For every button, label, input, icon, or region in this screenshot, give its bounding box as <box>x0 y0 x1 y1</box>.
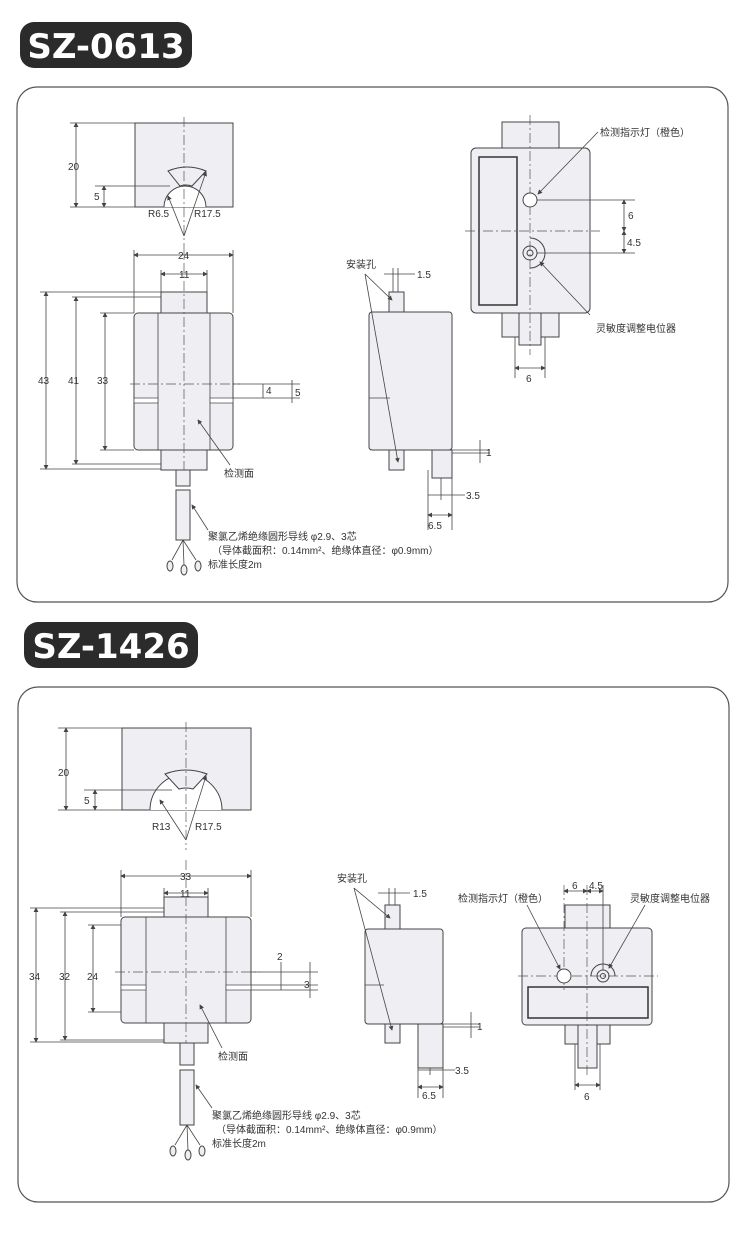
dim-total-height: 34 <box>29 972 41 983</box>
sensing-face-label: 检测面 <box>224 467 254 480</box>
dim-tab-width: 11 <box>179 270 190 281</box>
pot-label: 灵敏度调整电位器 <box>596 322 676 335</box>
rear-view: 6 4.5 检测指示灯（橙色） 灵敏度调整电位器 6 <box>465 115 690 385</box>
dim-height: 20 <box>68 162 80 173</box>
side-view: 安装孔 1.5 1 3.5 6.5 <box>346 258 492 532</box>
dim-body-height: 24 <box>87 972 99 983</box>
dim-total-height: 43 <box>38 376 50 387</box>
dim-slot-2: 2 <box>277 952 283 963</box>
cable-note-line-1: 聚氯乙烯绝缘圆形导线 φ2.9、3芯 <box>208 530 357 543</box>
side-view: 安装孔 1.5 1 3.5 6.5 <box>337 872 483 1102</box>
top-view: 20 5 R13 R17.5 <box>58 722 252 850</box>
dim-6-5: 6.5 <box>428 521 442 532</box>
dim-indicator-offset: 6 <box>572 881 578 892</box>
dim-depth: 5 <box>84 796 90 807</box>
rear-view: 6 4.5 检测指示灯（橙色） 灵敏度调整电位器 6 <box>458 881 710 1103</box>
dim-tab-width: 11 <box>180 889 191 900</box>
model-title: SZ-1426 <box>32 627 189 667</box>
dim-radius-inner: R13 <box>152 822 171 833</box>
dim-indicator-offset: 6 <box>628 211 634 222</box>
dim-tab-height: 32 <box>59 972 71 983</box>
cable-note-line-1: 聚氯乙烯绝缘圆形导线 φ2.9、3芯 <box>212 1109 361 1122</box>
dim-width: 24 <box>178 251 190 262</box>
sensing-face-label: 检测面 <box>218 1050 248 1063</box>
indicator-led <box>522 192 538 208</box>
dim-width: 33 <box>180 872 192 883</box>
dim-hole: 1.5 <box>413 889 427 900</box>
dim-body-height: 33 <box>97 376 109 387</box>
sensitivity-pot <box>596 969 610 983</box>
dim-pin-width: 6 <box>526 374 532 385</box>
cable-note-line-3: 标准长度2m <box>208 558 262 571</box>
dim-height: 20 <box>58 768 70 779</box>
dim-slot-4: 4 <box>266 386 272 397</box>
cable-note-line-2: （导体截面积：0.14mm²、绝缘体直径：φ0.9mm） <box>216 1123 443 1136</box>
cable-note-line-2: （导体截面积：0.14mm²、绝缘体直径：φ0.9mm） <box>212 544 439 557</box>
dim-hole: 1.5 <box>417 270 431 281</box>
dim-depth: 5 <box>94 192 100 203</box>
front-view: 33 11 34 32 24 2 3 检测面 聚氯乙烯绝缘圆形导线 φ2.9、3… <box>29 860 443 1161</box>
dim-pot-offset: 4.5 <box>627 238 641 249</box>
dim-slot-5: 5 <box>295 388 301 399</box>
model-badge-sz-0613: SZ-0613 <box>20 22 192 68</box>
model-title: SZ-0613 <box>27 27 184 67</box>
pot-label: 灵敏度调整电位器 <box>630 892 710 905</box>
dim-3-5: 3.5 <box>455 1066 469 1077</box>
model-badge-sz-1426: SZ-1426 <box>24 622 198 668</box>
dim-radius-outer: R17.5 <box>194 209 221 220</box>
dim-offset-1: 1 <box>477 1022 483 1033</box>
top-view: 20 5 R6.5 R17.5 <box>68 117 234 245</box>
indicator-label: 检测指示灯（橙色） <box>458 892 548 905</box>
cable-note-line-3: 标准长度2m <box>212 1137 266 1150</box>
indicator-label: 检测指示灯（橙色） <box>600 126 690 139</box>
dim-3-5: 3.5 <box>466 491 480 502</box>
dim-slot-3: 3 <box>304 980 310 991</box>
dim-pot-offset: 4.5 <box>589 881 603 892</box>
mount-hole-label: 安装孔 <box>346 258 376 271</box>
indicator-led <box>556 968 572 984</box>
dim-6-5: 6.5 <box>422 1091 436 1102</box>
dim-pin-width: 6 <box>584 1092 590 1103</box>
dim-radius-outer: R17.5 <box>195 822 222 833</box>
front-view: 24 11 43 41 33 4 5 检测面 聚氯乙烯绝缘圆形导线 φ2.9、3… <box>38 245 439 576</box>
dim-tab-height: 41 <box>68 376 80 387</box>
dim-radius-inner: R6.5 <box>148 209 170 220</box>
mount-hole-label: 安装孔 <box>337 872 367 885</box>
dim-offset-1: 1 <box>486 448 492 459</box>
